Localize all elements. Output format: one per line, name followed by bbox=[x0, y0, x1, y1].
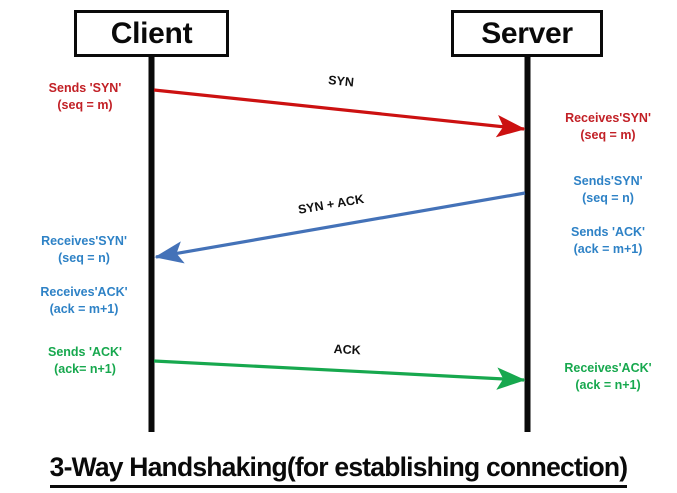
annotation-line-1: Receives'ACK' bbox=[564, 361, 652, 375]
message-label-ack: ACK bbox=[333, 342, 362, 358]
diagram-caption: 3-Way Handshaking(for establishing conne… bbox=[0, 452, 677, 488]
annotation-line-1: Receives'ACK' bbox=[40, 285, 128, 299]
diagram-caption-text: 3-Way Handshaking(for establishing conne… bbox=[49, 452, 628, 488]
message-arrow-ack bbox=[153, 359, 526, 390]
client-node-box: Client bbox=[74, 10, 229, 57]
annotation-server-sends-syn: Sends'SYN' (seq = n) bbox=[544, 173, 672, 207]
annotation-line-2: (ack = n+1) bbox=[575, 378, 641, 392]
server-node-label: Server bbox=[481, 16, 573, 50]
annotation-line-1: Receives'SYN' bbox=[41, 234, 127, 248]
annotation-line-1: Sends 'SYN' bbox=[48, 81, 122, 95]
client-node-label: Client bbox=[110, 16, 193, 50]
annotation-line-1: Sends 'ACK' bbox=[47, 345, 122, 359]
annotation-line-1: Sends 'ACK' bbox=[570, 225, 645, 239]
server-node-box: Server bbox=[451, 10, 603, 57]
annotation-client-receives-ack: Receives'ACK' (ack = m+1) bbox=[22, 284, 146, 318]
annotation-line-2: (ack = m+1) bbox=[49, 302, 119, 316]
message-arrow-syn-ack bbox=[154, 191, 526, 264]
annotation-server-sends-ack: Sends 'ACK' (ack = m+1) bbox=[544, 224, 672, 258]
annotation-line-1: Receives'SYN' bbox=[565, 111, 651, 125]
annotation-client-sends-ack: Sends 'ACK' (ack= n+1) bbox=[26, 344, 144, 378]
annotation-server-receives-syn: Receives'SYN' (seq = m) bbox=[544, 110, 672, 144]
annotation-line-2: (ack = m+1) bbox=[573, 242, 643, 256]
annotation-line-2: (seq = m) bbox=[580, 128, 636, 142]
annotation-line-2: (seq = n) bbox=[582, 191, 634, 205]
annotation-line-1: Sends'SYN' bbox=[573, 174, 643, 188]
annotation-line-2: (ack= n+1) bbox=[54, 362, 116, 376]
message-arrow-syn bbox=[153, 88, 526, 138]
annotation-server-receives-ack: Receives'ACK' (ack = n+1) bbox=[544, 360, 672, 394]
message-label-syn: SYN bbox=[327, 73, 355, 90]
annotation-client-sends-syn: Sends 'SYN' (seq = m) bbox=[26, 80, 144, 114]
annotation-line-2: (seq = n) bbox=[58, 251, 110, 265]
annotation-client-receives-syn: Receives'SYN' (seq = n) bbox=[22, 233, 146, 267]
annotation-line-2: (seq = m) bbox=[57, 98, 113, 112]
